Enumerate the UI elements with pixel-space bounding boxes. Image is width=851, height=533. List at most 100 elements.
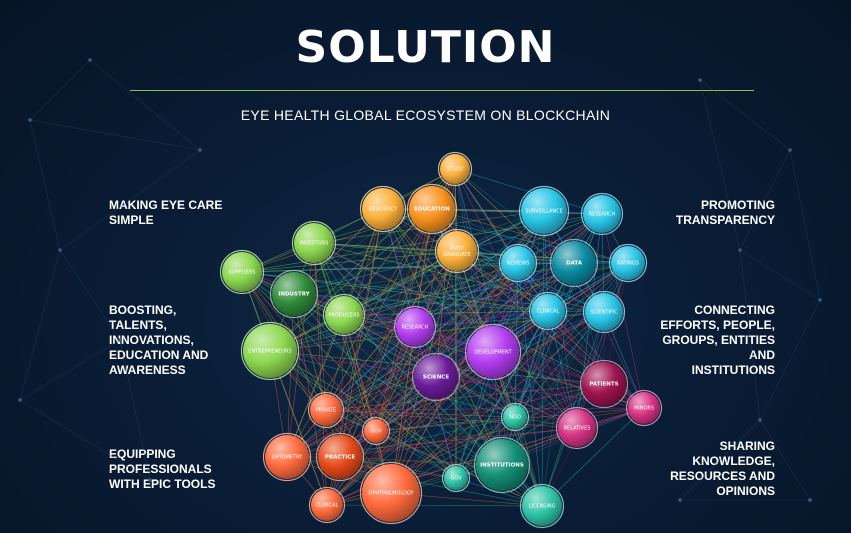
background-link bbox=[739, 249, 761, 421]
node-ratings: RATINGS bbox=[608, 243, 648, 283]
node-ophthalmology: OPHTHALMOLOGY bbox=[359, 461, 423, 525]
node-bubble bbox=[611, 246, 645, 280]
network-edge bbox=[293, 293, 341, 458]
background-link bbox=[59, 249, 121, 341]
node-halo bbox=[240, 321, 300, 381]
caption-boosting-talents: BOOSTING, TALENTS, INNOVATIONS, EDUCATIO… bbox=[109, 303, 209, 377]
network-edge bbox=[517, 262, 543, 507]
node-ngo: NGO bbox=[500, 402, 530, 432]
network-edge bbox=[454, 168, 575, 264]
network-edge bbox=[435, 376, 605, 385]
node-label: SUPPLIERS bbox=[229, 270, 256, 276]
node-label: PRIVATE bbox=[316, 408, 336, 414]
node-education: EDUCATION bbox=[406, 183, 458, 235]
node-scientific: SCIENTIFIC bbox=[582, 290, 626, 334]
caption-sharing-knowledge: SHARING KNOWLEDGE, RESOURCES AND OPINION… bbox=[670, 439, 775, 498]
node-label: RESEARCH bbox=[589, 212, 616, 218]
background-dot bbox=[198, 148, 202, 152]
network-edge bbox=[431, 208, 603, 215]
network-edge bbox=[293, 293, 328, 506]
node-halo bbox=[315, 432, 365, 482]
node-patients: PATIENTS bbox=[579, 359, 629, 409]
node-halo bbox=[359, 461, 423, 525]
node-entrepreneurs: ENTREPRENEURS bbox=[240, 321, 300, 381]
network-edge bbox=[325, 383, 605, 411]
network-edge bbox=[343, 314, 578, 429]
background-link bbox=[119, 339, 151, 481]
node-data: DATA bbox=[549, 238, 599, 288]
node-bubble bbox=[522, 486, 562, 526]
node-label: PRACTICE bbox=[325, 455, 355, 461]
network-edge bbox=[375, 416, 516, 432]
node-investors: INVESTORS bbox=[291, 220, 337, 266]
background-link bbox=[19, 399, 151, 481]
node-label: STUDY bbox=[447, 167, 464, 173]
network-edge bbox=[375, 430, 457, 479]
network-edge bbox=[326, 262, 629, 506]
node-industry: INDUSTRY bbox=[269, 269, 319, 319]
network-edge bbox=[313, 242, 437, 378]
network-edge bbox=[313, 242, 377, 432]
node-bubble bbox=[364, 419, 388, 443]
node-research: RESEARCH bbox=[393, 305, 437, 349]
caption-equipping-professionals: EQUIPPING PROFESSIONALS WITH EPIC TOOLS bbox=[109, 447, 216, 491]
node-halo bbox=[579, 359, 629, 409]
node-bubble bbox=[318, 435, 362, 479]
node-residency: RESIDENCY bbox=[359, 185, 407, 233]
background-dot bbox=[758, 418, 762, 422]
node-halo bbox=[582, 290, 626, 334]
node-halo bbox=[441, 463, 471, 493]
network-edge bbox=[325, 409, 516, 418]
network-edge bbox=[241, 271, 377, 432]
background-link bbox=[89, 59, 201, 151]
background-dot bbox=[58, 248, 62, 252]
node-bubble bbox=[311, 489, 343, 521]
background-link bbox=[29, 119, 61, 251]
network-edge bbox=[293, 293, 457, 479]
node-bubble bbox=[265, 435, 309, 479]
node-bubble bbox=[243, 324, 297, 378]
node-clinical: CLINICAL bbox=[528, 291, 568, 331]
background-dot bbox=[788, 148, 792, 152]
network-edge bbox=[414, 311, 605, 328]
background-dot bbox=[148, 478, 152, 482]
background-dot bbox=[698, 78, 702, 82]
node-producers: PRODUCERS bbox=[322, 293, 366, 337]
network-edge bbox=[269, 250, 458, 352]
node-halo bbox=[219, 249, 265, 295]
node-gov: GOV bbox=[361, 416, 391, 446]
node-label: RESEARCH bbox=[402, 325, 429, 331]
node-halo bbox=[269, 269, 319, 319]
node-bubble bbox=[437, 231, 477, 271]
node-bubble bbox=[583, 195, 621, 233]
node-bubble bbox=[310, 394, 342, 426]
network-edge bbox=[269, 210, 545, 352]
node-bubble bbox=[503, 405, 527, 429]
network-edge bbox=[313, 242, 392, 494]
page-subtitle: EYE HEALTH GLOBAL ECOSYSTEM ON BLOCKCHAI… bbox=[240, 107, 611, 123]
network-edge bbox=[325, 213, 603, 411]
node-halo bbox=[411, 352, 461, 402]
network-edge bbox=[339, 416, 516, 458]
network-edge bbox=[269, 350, 328, 506]
caption-promoting-transparency: PROMOTING TRANSPARENCY bbox=[675, 198, 775, 227]
node-bubble bbox=[521, 188, 567, 234]
node-surveillance: SURVEILLANCE bbox=[518, 185, 570, 237]
node-label: ENTREPRENEURS bbox=[248, 349, 291, 355]
network-edge bbox=[325, 351, 494, 411]
node-bubble bbox=[444, 466, 468, 490]
node-halo bbox=[361, 416, 391, 446]
node-label: RESIDENCY bbox=[369, 207, 398, 213]
node-bubble bbox=[558, 409, 596, 447]
background-dot bbox=[678, 498, 682, 502]
node-label: SURVEILLANCE bbox=[525, 209, 563, 215]
network-edge bbox=[576, 262, 629, 429]
network-edge bbox=[269, 208, 433, 352]
node-practice: PRACTICE bbox=[315, 432, 365, 482]
node-label: EDUCATION bbox=[414, 207, 450, 213]
node-bubble bbox=[409, 186, 455, 232]
network-edge bbox=[286, 456, 457, 479]
node-bubble bbox=[362, 188, 404, 230]
network-edge bbox=[541, 407, 645, 507]
